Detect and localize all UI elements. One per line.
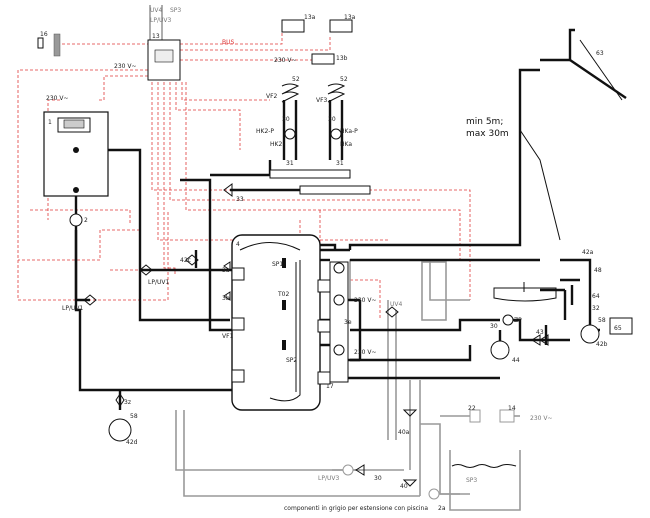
label-hk2: HK2 (270, 141, 282, 148)
label-230v-controller: 230 V~ (114, 63, 137, 70)
label-42b: 42b (596, 341, 608, 348)
label-58: 58 (130, 413, 138, 420)
label-13b: 13b (336, 55, 348, 62)
label-48: 48 (594, 267, 602, 274)
label-sp2: SP2 (286, 357, 297, 364)
label-lpuv1: LP/UV1 (148, 279, 169, 286)
label-16: 16 (40, 31, 48, 38)
pool-basin (449, 409, 521, 511)
label-32: 32 (592, 305, 600, 312)
label-31-second: 31 (336, 160, 344, 167)
label-13: 13 (152, 33, 160, 40)
label-sp3-top: SP3 (170, 7, 181, 14)
label-sp1: SP1 (272, 261, 283, 268)
label-44: 44 (512, 357, 520, 364)
component-labels: 16 13 13a 13a 13b 63 1 2 4 17 52 52 30 3… (40, 7, 622, 512)
heating-circuit-coils (269, 83, 371, 195)
label-43: 43 (536, 329, 544, 336)
label-lpuv1-left: LP/UV1 (62, 305, 83, 312)
label-t02: T02 (277, 291, 289, 298)
label-30-second: 30 (328, 116, 336, 123)
label-hkap: HKa-P (340, 128, 358, 135)
label-63: 63 (596, 50, 604, 57)
label-42a: 42a (582, 249, 594, 256)
label-3b: 3b (222, 295, 230, 302)
label-230v-pool: 230 V~ (530, 415, 553, 422)
label-40a: 40a (398, 429, 410, 436)
label-17: 17 (326, 383, 334, 390)
label-14: 14 (508, 405, 516, 412)
label-30: 30 (282, 116, 290, 123)
footer-note: componenti in grigio per estensione con … (284, 505, 428, 512)
label-42c: 42c (180, 257, 191, 264)
label-lpuv3-top: LP/UV3 (150, 17, 171, 24)
label-230v-solar: 230 V~ (354, 297, 377, 304)
pumps (69, 213, 514, 500)
outdoor-sensor (37, 33, 61, 57)
label-hk2p: HK2-P (256, 128, 274, 135)
label-33: 33 (236, 196, 244, 203)
solar-collector (519, 28, 627, 241)
label-52-second: 52 (340, 76, 348, 83)
label-zp: ZP (514, 317, 522, 324)
label-2a: 2a (438, 505, 446, 512)
label-vf3: VF3 (316, 97, 328, 104)
label-52: 52 (292, 76, 300, 83)
label-22: 22 (468, 405, 476, 412)
controller-13 (147, 39, 181, 81)
label-30-third: 30 (490, 323, 498, 330)
label-230v-solar-low: 230 V~ (354, 349, 377, 356)
label-3e: 3e (344, 319, 352, 326)
label-uv4-top: UV4 (150, 7, 162, 14)
label-3z: 3z (124, 399, 131, 406)
label-1: 1 (48, 119, 52, 126)
label-hka: HKa (340, 141, 352, 148)
label-min-distance: min 5m; (466, 117, 503, 127)
label-65: 65 (614, 325, 622, 332)
label-uv4: UV4 (390, 301, 402, 308)
label-230v-13b: 230 V~ (274, 57, 297, 64)
label-3a: 3a (222, 267, 230, 274)
boiler (43, 111, 109, 197)
label-lpuv3: LP/UV3 (318, 475, 339, 482)
storage-tank (231, 234, 331, 411)
remote-13a (281, 19, 353, 65)
label-42d: 42d (126, 439, 138, 446)
label-13a: 13a (304, 14, 316, 21)
label-max-distance: max 30m (466, 129, 509, 139)
label-sp3: SP3 (466, 477, 477, 484)
solar-station (329, 261, 349, 383)
label-bus: BUS (222, 39, 235, 46)
label-30-fourth: 30 (374, 475, 382, 482)
label-58-second: 58 (598, 317, 606, 324)
label-4: 4 (236, 241, 240, 248)
label-13a-second: 13a (344, 14, 356, 21)
label-230v-boiler: 230 V~ (46, 95, 69, 102)
expansion-vessels (108, 317, 633, 442)
label-vf2: VF2 (266, 93, 278, 100)
label-2: 2 (84, 217, 88, 224)
label-64: 64 (592, 293, 600, 300)
valves (83, 183, 549, 487)
pool-extension-pipes (149, 5, 520, 497)
label-vf1: VF1 (222, 333, 234, 340)
bathtub (493, 282, 557, 302)
label-40: 40 (400, 483, 408, 490)
label-31: 31 (286, 160, 294, 167)
